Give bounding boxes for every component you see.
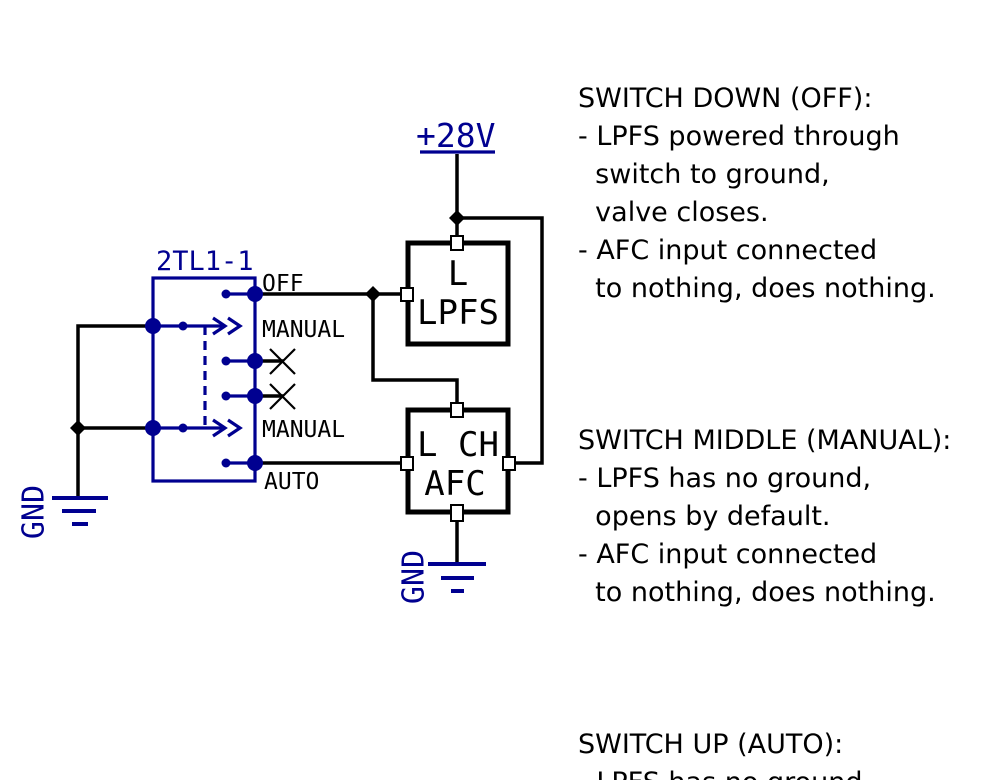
- notes-panel: SWITCH DOWN (OFF): - LPFS powered throug…: [578, 4, 986, 780]
- dot-small-nc2: [221, 391, 231, 401]
- pole-upper-arrowhead-1: [212, 316, 228, 336]
- afc-label-line2: AFC: [424, 464, 485, 504]
- terminal-lpfs-left: [400, 287, 414, 302]
- x-mark-1b: [269, 348, 296, 375]
- pole-upper-arrowhead-2: [227, 316, 243, 336]
- position-label-off: OFF: [262, 271, 304, 297]
- power-rail-label: +28V: [416, 116, 495, 155]
- switch-outline: [151, 276, 257, 483]
- terminal-lpfs-top: [450, 235, 464, 251]
- terminals: [400, 235, 516, 522]
- terminal-afc-right: [502, 456, 516, 471]
- dot-contact-nc2: [247, 388, 263, 404]
- notes-block-switch-down: SWITCH DOWN (OFF): - LPFS powered throug…: [578, 83, 936, 304]
- junction-off-branch: [365, 286, 381, 302]
- junction-28v-branch: [449, 210, 465, 226]
- lpfs-label-line2: LPFS: [417, 293, 499, 333]
- dot-small-off: [221, 289, 231, 299]
- notes-block-switch-middle: SWITCH MIDDLE (MANUAL): - LPFS has no gr…: [578, 425, 952, 608]
- terminal-afc-bottom: [450, 504, 464, 522]
- pole-lower-arrowhead-2: [227, 418, 243, 438]
- wires-black: [76, 154, 544, 564]
- dot-contact-off: [247, 286, 263, 302]
- terminal-afc-left: [400, 456, 414, 471]
- notes-block-switch-up: SWITCH UP (AUTO): - LPFS has no ground, …: [578, 729, 871, 780]
- switch-dots: [145, 286, 263, 471]
- ground-symbol-left: [52, 496, 108, 526]
- switch-designator-label: 2TL1-1: [156, 246, 254, 277]
- pole-lower-arrowhead-1: [212, 418, 228, 438]
- dot-small-pole-lower: [178, 423, 188, 433]
- position-label-manual-lower: MANUAL: [262, 417, 345, 443]
- selector-switch: [151, 276, 257, 483]
- afc-label-line1: L CH: [417, 425, 499, 465]
- no-connect-x-marks: [269, 348, 296, 410]
- dot-small-nc1: [221, 356, 231, 366]
- x-mark-2b: [269, 383, 296, 410]
- wire-off-branch-to-afc-top: [371, 294, 459, 410]
- gnd-right-label: GND: [397, 550, 432, 604]
- dot-contact-auto: [247, 455, 263, 471]
- dot-pole-upper: [145, 318, 161, 334]
- lpfs-label-line1: L: [448, 254, 468, 294]
- dot-pole-lower: [145, 420, 161, 436]
- component-boxes: [405, 240, 511, 515]
- dot-small-pole-upper: [178, 321, 188, 331]
- gnd-left-label: GND: [17, 485, 52, 539]
- wire-pole-upper-to-gnd: [76, 324, 153, 498]
- position-label-auto: AUTO: [264, 469, 319, 495]
- terminal-afc-top: [450, 402, 464, 418]
- wire-28v-branch-to-afc-right: [457, 216, 544, 465]
- dot-small-auto: [221, 458, 231, 468]
- position-label-manual-upper: MANUAL: [262, 317, 345, 343]
- junction-gnd-left: [70, 420, 86, 436]
- ground-symbol-right: [428, 562, 486, 593]
- dot-contact-nc1: [247, 353, 263, 369]
- junction-dots-black: [70, 210, 465, 436]
